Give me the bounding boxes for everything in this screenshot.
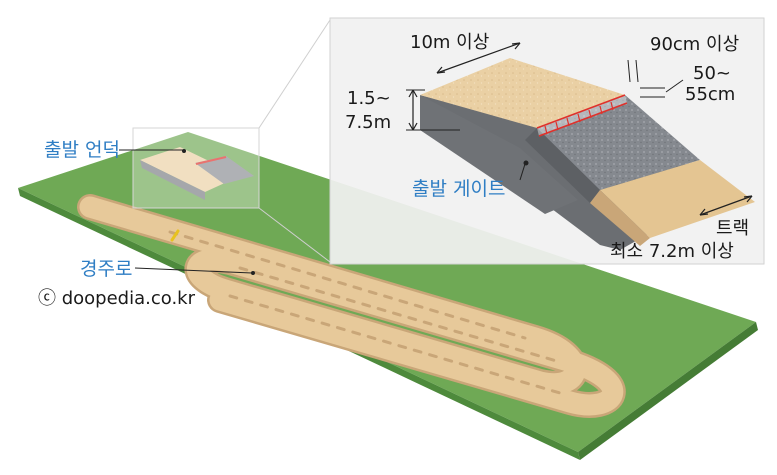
hill-length-label: 10m 이상 — [410, 32, 490, 53]
detail-inset — [329, 17, 765, 265]
race-track-label: 경주로 — [80, 258, 133, 280]
start-hill-label: 출발 언덕 — [44, 139, 120, 161]
leader-lines — [119, 149, 255, 275]
credit-label: ⓒ doopedia.co.kr — [38, 288, 195, 309]
track-width-label-top: 트랙 — [716, 218, 750, 239]
zoom-indicator — [132, 19, 331, 263]
gate-width-label: 90cm 이상 — [650, 34, 740, 55]
hill-height-label-top: 1.5~ — [347, 88, 391, 109]
track-width-label-bottom: 최소 7.2m 이상 — [610, 241, 734, 262]
gate-height-label-bottom: 55cm — [685, 84, 736, 105]
start-gate-label: 출발 게이트 — [412, 178, 506, 200]
gate-height-label-top: 50~ — [693, 63, 731, 84]
race-track — [77, 194, 626, 418]
start-hill-small — [140, 147, 254, 200]
hill-height-label-bottom: 7.5m — [345, 112, 392, 133]
